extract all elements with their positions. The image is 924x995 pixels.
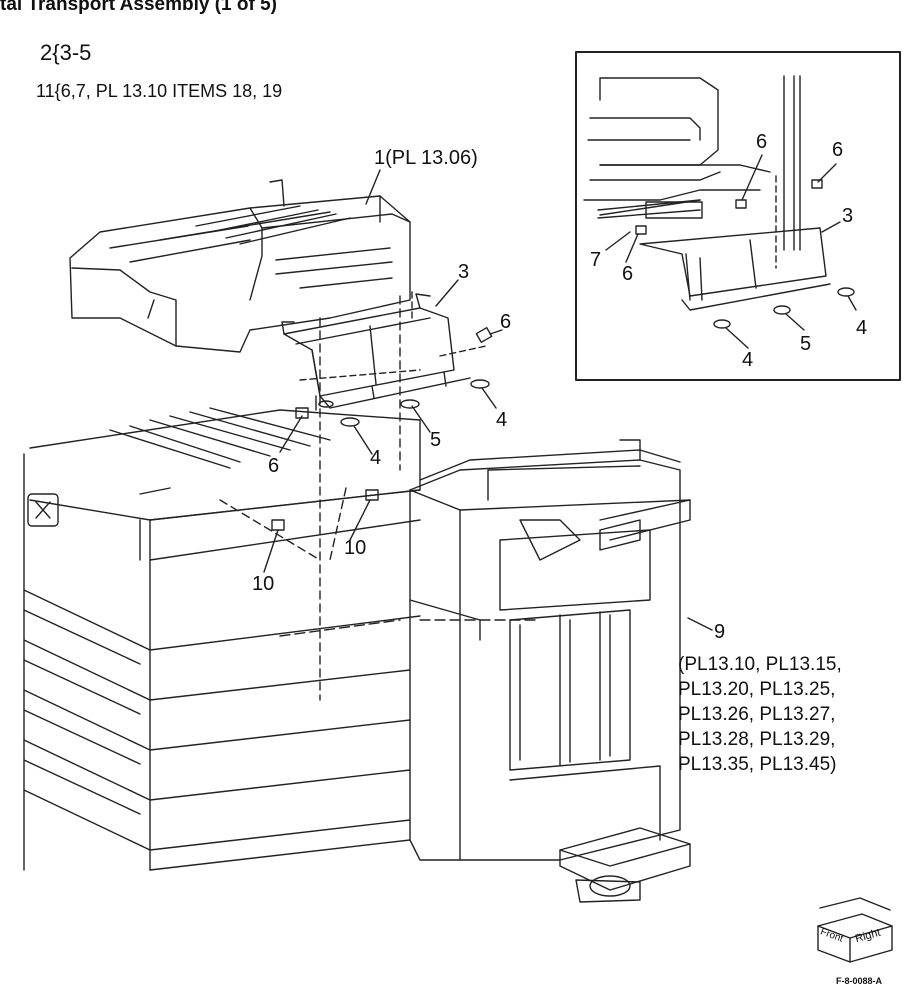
inset-label-4b: 4 [742, 349, 754, 371]
inset-label-5: 5 [800, 333, 812, 355]
bracket-assembly [219, 291, 487, 701]
label-item-4a: 4 [496, 409, 508, 431]
screws [271, 326, 493, 531]
label-item-9: 9 [714, 621, 726, 643]
label-item-10a: 10 [344, 537, 367, 559]
inset-label-7: 7 [590, 249, 602, 271]
inset-label-6b: 6 [832, 139, 844, 161]
label-item-10b: 10 [252, 573, 275, 595]
page-title: tal Transport Assembly (1 of 5) [0, 0, 277, 15]
reference-line: PL13.28, PL13.29, [678, 729, 836, 750]
finisher [409, 439, 691, 903]
reference-line: (PL13.10, PL13.15, [678, 654, 842, 675]
item-9-references: (PL13.10, PL13.15, PL13.20, PL13.25, PL1… [678, 652, 842, 777]
transport-cover [69, 179, 411, 353]
inset-detail [575, 51, 901, 381]
reference-line: PL13.20, PL13.25, [678, 679, 836, 700]
orientation-cube [817, 897, 893, 963]
legend-line-2: 11{6,7, PL 13.10 ITEMS 18, 19 [36, 81, 283, 101]
legend-line-1: 2{3-5 [40, 40, 92, 65]
label-item-5: 5 [430, 429, 442, 451]
printer-body [23, 407, 541, 871]
inset-label-6c: 6 [622, 263, 634, 285]
label-item-6b: 6 [268, 455, 280, 477]
inset-label-6a: 6 [756, 131, 768, 153]
label-item-3: 3 [458, 261, 470, 283]
washers [318, 379, 490, 427]
reference-line: PL13.35, PL13.45) [678, 754, 837, 775]
inset-label-3: 3 [842, 205, 854, 227]
label-item-6a: 6 [500, 311, 512, 333]
leader-lines [263, 169, 713, 631]
inset-label-4a: 4 [856, 317, 868, 339]
reference-line: PL13.26, PL13.27, [678, 704, 836, 725]
figure-id: F-8-0088-A [836, 976, 883, 986]
label-item-1: 1(PL 13.06) [374, 147, 478, 169]
label-item-4b: 4 [370, 447, 382, 469]
